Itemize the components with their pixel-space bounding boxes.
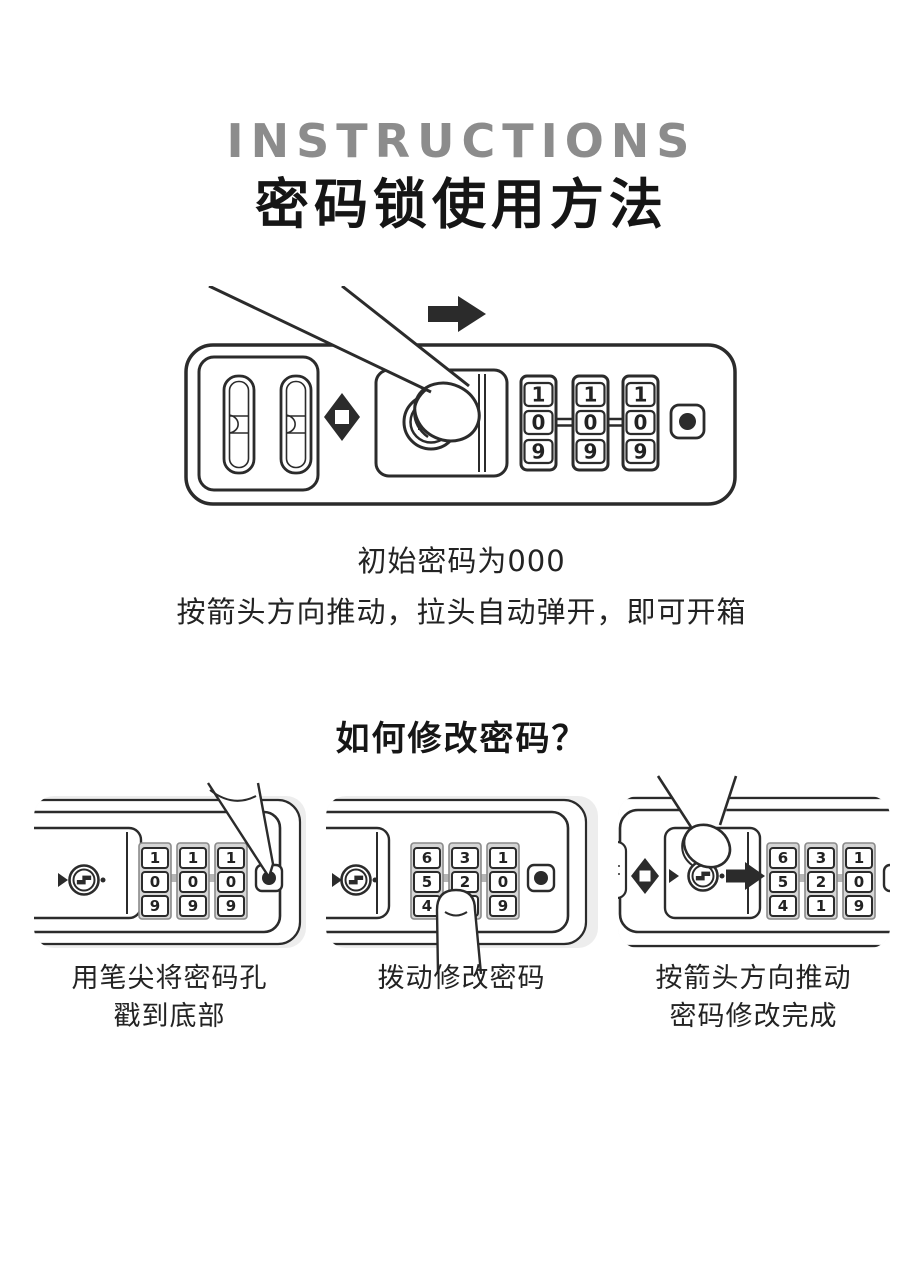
steps-row: 1 0 9 1 0 9 (0, 770, 923, 1036)
dial-digit: 1 (149, 849, 159, 867)
title-english: INSTRUCTIONS (226, 114, 697, 168)
zipper-slot-icon (222, 374, 255, 475)
keyhole-icon (686, 860, 719, 892)
zipper-slot-icon (617, 840, 627, 900)
dial-digit: 2 (459, 873, 469, 891)
step2-caption: 拨动修改密码 (377, 962, 546, 994)
dial-digit: 0 (225, 873, 235, 891)
zipper-slot-icon (279, 374, 312, 475)
small-arrow-icon (331, 872, 342, 887)
dial-digit: 0 (853, 873, 863, 891)
dial-column: 1 0 9 (485, 842, 520, 920)
dial-digit: 9 (531, 439, 545, 463)
dial-column: 1 0 9 (213, 842, 248, 920)
diamond-icon (323, 392, 360, 441)
dial-digit: 9 (225, 897, 235, 915)
step2-illustration: 6 5 4 3 2 (325, 795, 598, 974)
dial-column: 3 2 1 (803, 842, 838, 920)
dial-digit: 9 (633, 439, 647, 463)
arrow-right-icon (427, 295, 486, 332)
step3-illustration: 6 5 4 3 2 1 (617, 775, 890, 948)
pen-tip-icon (206, 782, 274, 880)
dial-digit: 1 (583, 382, 597, 406)
dial-digit: 1 (187, 849, 197, 867)
dial-digit: 1 (815, 897, 825, 915)
dial-digit: 9 (149, 897, 159, 915)
dial-digit: 2 (815, 873, 825, 891)
diamond-icon (630, 857, 659, 894)
small-arrow-icon (668, 868, 679, 883)
step-2: 6 5 4 3 2 (325, 770, 598, 1036)
dial-digit: 0 (149, 873, 159, 891)
reset-button-icon (526, 863, 555, 893)
dial-digit: 0 (583, 410, 597, 434)
step1-illustration: 1 0 9 1 0 9 (33, 782, 306, 948)
dial-digit: 4 (421, 897, 431, 915)
dial-digit: 9 (853, 897, 863, 915)
dial-column: 1 0 9 (519, 374, 557, 472)
dial-column: 1 0 9 (175, 842, 210, 920)
step3-caption: 按箭头方向推动 密码修改完成 (655, 962, 852, 1032)
dial-digit: 1 (531, 382, 545, 406)
finger-icon (435, 888, 482, 974)
initial-code-caption: 初始密码为000 (357, 543, 566, 578)
dial-digit: 4 (777, 897, 787, 915)
dial-digit: 1 (633, 382, 647, 406)
keyhole-icon (339, 864, 372, 896)
step1-caption: 用笔尖将密码孔 戳到底部 (71, 962, 268, 1032)
dial-digit: 3 (815, 849, 825, 867)
dial-digit: 0 (497, 873, 507, 891)
fingernail-icon (412, 387, 429, 438)
dial-digit: 9 (497, 897, 507, 915)
dial-digit: 9 (187, 897, 197, 915)
fingernail-icon (680, 829, 693, 866)
step-3: 6 5 4 3 2 1 (617, 770, 890, 1036)
dial-digit: 1 (497, 849, 507, 867)
dial-column: 6 5 4 (409, 842, 444, 920)
dial-digit: 0 (187, 873, 197, 891)
dial-digit: 1 (853, 849, 863, 867)
dial-column: 1 0 9 (571, 374, 609, 472)
finger-icon (207, 284, 481, 443)
step-1: 1 0 9 1 0 9 (33, 770, 306, 1036)
header: INSTRUCTIONS 密码锁使用方法 (0, 0, 923, 234)
keyhole-panel (325, 826, 390, 920)
main-lock-diagram: 1 0 9 1 0 9 1 (0, 284, 923, 514)
finger-icon (656, 775, 737, 869)
fingernail-icon (443, 911, 468, 917)
dial-wheels: 1 0 9 1 0 9 1 (519, 374, 659, 472)
dial-digit: 6 (777, 849, 787, 867)
open-instruction-caption: 按箭头方向推动，拉头自动弹开，即可开箱 (176, 594, 747, 629)
dial-digit: 0 (633, 410, 647, 434)
dial-digit: 9 (583, 439, 597, 463)
dial-digit: 5 (421, 873, 431, 891)
reset-button-icon (882, 863, 890, 893)
dial-digit: 0 (531, 410, 545, 434)
dial-column: 1 0 9 (621, 374, 659, 472)
dial-digit: 5 (777, 873, 787, 891)
dial-digit: 1 (225, 849, 235, 867)
small-arrow-icon (57, 872, 68, 887)
section-title: 如何修改密码？ (335, 718, 588, 759)
dial-digit: 3 (459, 849, 469, 867)
dial-column: 1 0 9 (841, 842, 876, 920)
arrow-right-icon (725, 861, 765, 890)
dial-column: 1 0 9 (137, 842, 172, 920)
keyhole-icon (67, 864, 100, 896)
dial-digit: 6 (421, 849, 431, 867)
page-title: 密码锁使用方法 (255, 172, 668, 236)
dial-column: 6 5 4 (765, 842, 800, 920)
reset-button-icon (669, 403, 705, 440)
zipper-slot-panel (197, 355, 319, 492)
main-lock-illustration: 1 0 9 1 0 9 1 (183, 284, 737, 506)
